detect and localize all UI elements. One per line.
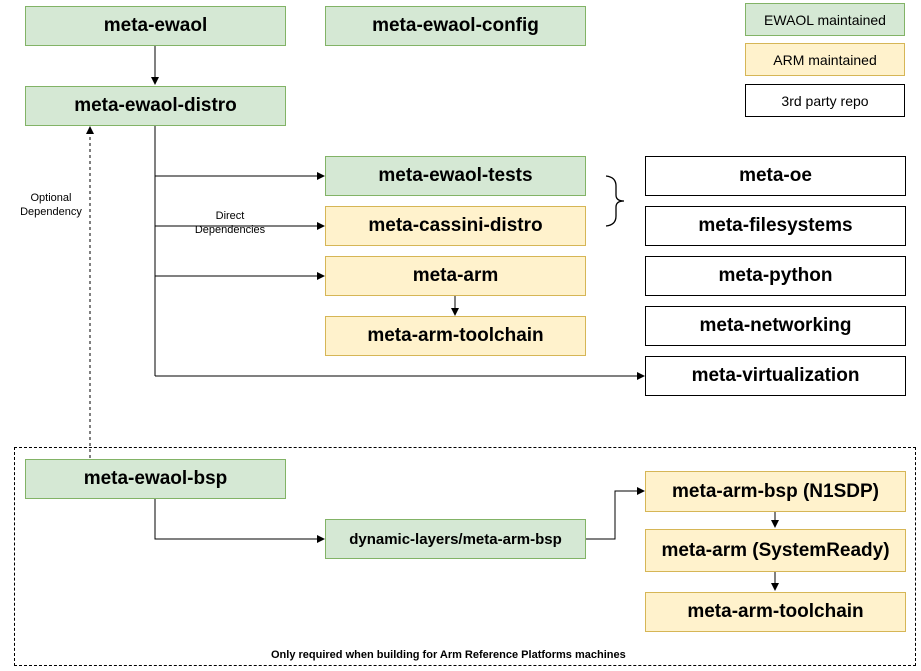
optional-dependency-label: Optional Dependency: [8, 191, 94, 219]
layer-label: meta-arm-toolchain: [687, 601, 864, 622]
layer-meta-cassini-distro: meta-cassini-distro: [325, 206, 586, 246]
legend-ewaol-maintained: EWAOL maintained: [745, 3, 905, 36]
layer-meta-ewaol-config: meta-ewaol-config: [325, 6, 586, 46]
layer-meta-ewaol: meta-ewaol: [25, 6, 286, 46]
legend-arm-maintained: ARM maintained: [745, 43, 905, 76]
layer-meta-virtualization: meta-virtualization: [645, 356, 906, 396]
layer-label: meta-ewaol-distro: [74, 95, 237, 116]
layer-label: meta-arm-bsp (N1SDP): [672, 480, 879, 502]
layer-meta-ewaol-distro: meta-ewaol-distro: [25, 86, 286, 126]
layer-label: meta-arm (SystemReady): [661, 539, 890, 561]
layer-meta-ewaol-bsp: meta-ewaol-bsp: [25, 459, 286, 499]
legend-label: EWAOL maintained: [764, 11, 886, 28]
layer-meta-arm-systemready: meta-arm (SystemReady): [645, 529, 906, 572]
layer-label: meta-ewaol-bsp: [83, 468, 228, 489]
bsp-region: [14, 447, 916, 666]
bsp-region-note: Only required when building for Arm Refe…: [271, 649, 626, 661]
layer-label: meta-python: [718, 265, 833, 286]
layer-label: meta-arm: [412, 265, 499, 286]
layer-label: meta-arm-toolchain: [367, 325, 544, 346]
layer-meta-networking: meta-networking: [645, 306, 906, 346]
layer-meta-ewaol-tests: meta-ewaol-tests: [325, 156, 586, 196]
arrow-bsp-to-dynamic-layers: [154, 499, 325, 543]
layer-dynamic-layers: dynamic-layers/meta-arm-bsp: [325, 519, 586, 559]
group-brace: [605, 175, 625, 227]
layer-meta-filesystems: meta-filesystems: [645, 206, 906, 246]
direct-label-line1: Direct: [215, 210, 245, 222]
layer-label: meta-cassini-distro: [368, 215, 543, 236]
layer-meta-oe: meta-oe: [645, 156, 906, 196]
layer-label: meta-ewaol-tests: [378, 165, 533, 186]
arrow-dynamic-to-arm-bsp: [586, 487, 645, 540]
legend-label: 3rd party repo: [781, 92, 869, 109]
layer-label: meta-oe: [739, 165, 812, 186]
optional-label-line1: Optional: [30, 192, 72, 204]
layer-label: meta-ewaol-config: [372, 15, 539, 36]
layer-label: meta-virtualization: [691, 365, 860, 386]
layer-label: meta-ewaol: [103, 15, 208, 36]
layer-label: dynamic-layers/meta-arm-bsp: [349, 530, 562, 548]
direct-dependencies-label: Direct Dependencies: [180, 209, 280, 237]
optional-label-line2: Dependency: [20, 206, 82, 218]
layer-label: meta-networking: [699, 315, 852, 336]
layer-meta-python: meta-python: [645, 256, 906, 296]
direct-label-line2: Dependencies: [194, 224, 266, 236]
legend-label: ARM maintained: [773, 51, 877, 68]
layer-meta-arm-bsp-n1sdp: meta-arm-bsp (N1SDP): [645, 471, 906, 512]
layer-label: meta-filesystems: [698, 215, 853, 236]
layer-meta-arm-toolchain-bsp: meta-arm-toolchain: [645, 592, 906, 632]
layer-meta-arm-toolchain: meta-arm-toolchain: [325, 316, 586, 356]
layer-meta-arm: meta-arm: [325, 256, 586, 296]
legend-third-party: 3rd party repo: [745, 84, 905, 117]
